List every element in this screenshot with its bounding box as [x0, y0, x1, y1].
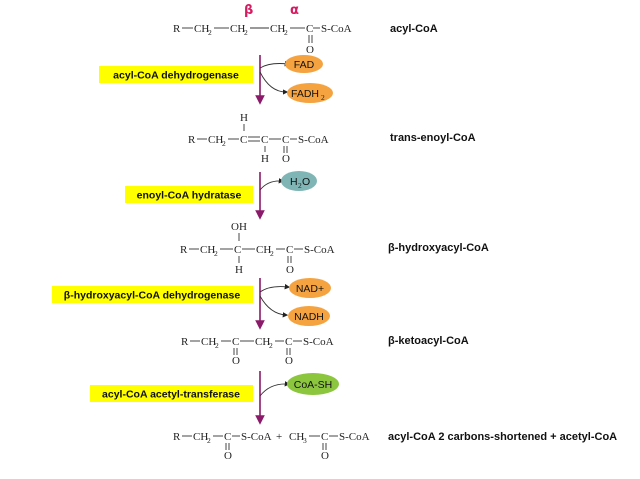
svg-text:2: 2 [208, 28, 212, 37]
svg-text:2: 2 [269, 341, 273, 350]
water-label: H [290, 176, 298, 188]
s-coa: S-CoA [321, 23, 352, 35]
svg-text:C: C [240, 134, 247, 146]
svg-text:C: C [232, 336, 239, 348]
shortened-acyl-coa-structure: R CH 2 C O S-CoA [173, 431, 272, 462]
fad-label: FAD [294, 59, 315, 71]
svg-text:C: C [261, 134, 268, 146]
compound-products: R CH 2 C O S-CoA + CH 3 C O S-CoA acyl-C… [173, 431, 617, 462]
svg-text:CH: CH [256, 244, 271, 256]
label-products: acyl-CoA 2 carbons-shortened + acetyl-Co… [388, 431, 617, 443]
enzyme-box [90, 385, 253, 402]
fadh2-pill [287, 83, 333, 103]
reaction-step-3: β-hydroxyacyl-CoA dehydrogenase NAD+ NAD… [52, 278, 331, 330]
svg-text:S-CoA: S-CoA [304, 244, 335, 256]
label-beta-ketoacyl-coa: β-ketoacyl-CoA [388, 335, 469, 347]
svg-text:C: C [234, 244, 241, 256]
svg-text:O: O [232, 355, 240, 367]
svg-text:CH: CH [289, 431, 304, 443]
svg-text:C: C [321, 431, 328, 443]
svg-text:O: O [302, 176, 310, 188]
svg-text:2: 2 [284, 28, 288, 37]
svg-text:S-CoA: S-CoA [339, 431, 370, 443]
svg-text:OH: OH [231, 221, 247, 233]
enzyme-enoyl-coa-hydratase: enoyl-CoA hydratase [137, 190, 242, 202]
svg-text:H: H [235, 264, 243, 276]
enzyme-beta-hydroxyacyl-coa-dehydrogenase: β-hydroxyacyl-CoA dehydrogenase [64, 290, 241, 302]
enzyme-box [99, 66, 253, 83]
nad-label: NAD+ [296, 283, 324, 295]
r-group: R [173, 23, 181, 35]
enzyme-box [52, 286, 253, 303]
svg-text:CH: CH [255, 336, 270, 348]
fad-pill [285, 55, 323, 73]
ch2-group: CH [194, 23, 209, 35]
svg-text:O: O [286, 264, 294, 276]
svg-text:C: C [285, 336, 292, 348]
svg-text:C: C [282, 134, 289, 146]
svg-text:2: 2 [298, 181, 302, 190]
svg-text:2: 2 [244, 28, 248, 37]
svg-text:2: 2 [321, 93, 325, 102]
enzyme-acyl-coa-dehydrogenase: acyl-CoA dehydrogenase [113, 70, 239, 82]
label-trans-enoyl-coa: trans-enoyl-CoA [390, 132, 476, 144]
carbonyl-o: O [306, 44, 314, 56]
trans-enoyl-structure: H R CH 2 C C H C O S-CoA [188, 112, 329, 165]
svg-text:S-CoA: S-CoA [241, 431, 272, 443]
beta-label: β [244, 3, 253, 18]
beta-hydroxyacyl-structure: OH R CH 2 C H CH 2 C O S-CoA [180, 221, 335, 276]
compound-beta-ketoacyl-coa: R CH 2 C O CH 2 C O S-CoA β-ketoacyl-CoA [181, 335, 469, 367]
fadh2-label: FADH [291, 88, 319, 100]
label-beta-hydroxyacyl-coa: β-hydroxyacyl-CoA [388, 242, 489, 254]
beta-ketoacyl-structure: R CH 2 C O CH 2 C O S-CoA [181, 336, 334, 367]
svg-text:2: 2 [214, 249, 218, 258]
svg-text:3: 3 [303, 436, 307, 445]
compound-trans-enoyl-coa: H R CH 2 C C H C O S-CoA trans-enoyl-CoA [188, 112, 476, 165]
svg-text:CH: CH [208, 134, 223, 146]
svg-text:O: O [282, 153, 290, 165]
ch2-beta: CH [230, 23, 245, 35]
svg-text:S-CoA: S-CoA [303, 336, 334, 348]
svg-text:2: 2 [207, 436, 211, 445]
water-pill [281, 171, 317, 191]
svg-text:CH: CH [193, 431, 208, 443]
svg-text:O: O [224, 450, 232, 462]
enzyme-acyl-coa-acetyl-transferase: acyl-CoA acetyl-transferase [102, 389, 240, 401]
nad-pill [289, 278, 331, 298]
svg-text:O: O [285, 355, 293, 367]
reaction-step-4: acyl-CoA acetyl-transferase CoA-SH [90, 371, 339, 425]
acyl-coa-structure: R CH 2 CH 2 CH 2 C O S-CoA [173, 23, 352, 56]
label-acyl-coa: acyl-CoA [390, 23, 438, 35]
svg-text:C: C [286, 244, 293, 256]
svg-text:R: R [180, 244, 188, 256]
coa-sh-pill [287, 373, 339, 395]
ch2-alpha: CH [270, 23, 285, 35]
svg-text:R: R [188, 134, 196, 146]
svg-text:C: C [224, 431, 231, 443]
svg-text:S-CoA: S-CoA [298, 134, 329, 146]
nadh-pill [288, 306, 330, 326]
coa-sh-label: CoA-SH [294, 379, 333, 391]
svg-text:2: 2 [222, 139, 226, 148]
svg-text:R: R [173, 431, 181, 443]
carbonyl-c: C [306, 23, 313, 35]
reaction-step-2: enoyl-CoA hydratase H 2 O [125, 171, 317, 220]
reaction-step-1: acyl-CoA dehydrogenase FAD FADH 2 [99, 55, 333, 105]
nadh-label: NADH [294, 311, 324, 323]
acetyl-coa-structure: CH 3 C O S-CoA [289, 431, 370, 462]
plus-sign: + [276, 431, 282, 443]
compound-acyl-coa: β α R CH 2 CH 2 CH 2 C O S-CoA acyl-CoA [173, 3, 438, 56]
svg-text:CH: CH [201, 336, 216, 348]
svg-text:H: H [240, 112, 248, 124]
svg-text:R: R [181, 336, 189, 348]
svg-text:2: 2 [270, 249, 274, 258]
compound-beta-hydroxyacyl-coa: OH R CH 2 C H CH 2 C O S-CoA β-hydroxyac… [180, 221, 489, 276]
svg-text:H: H [261, 153, 269, 165]
svg-text:CH: CH [200, 244, 215, 256]
svg-text:2: 2 [215, 341, 219, 350]
svg-text:O: O [321, 450, 329, 462]
alpha-label: α [290, 3, 299, 18]
enzyme-box [125, 186, 253, 203]
